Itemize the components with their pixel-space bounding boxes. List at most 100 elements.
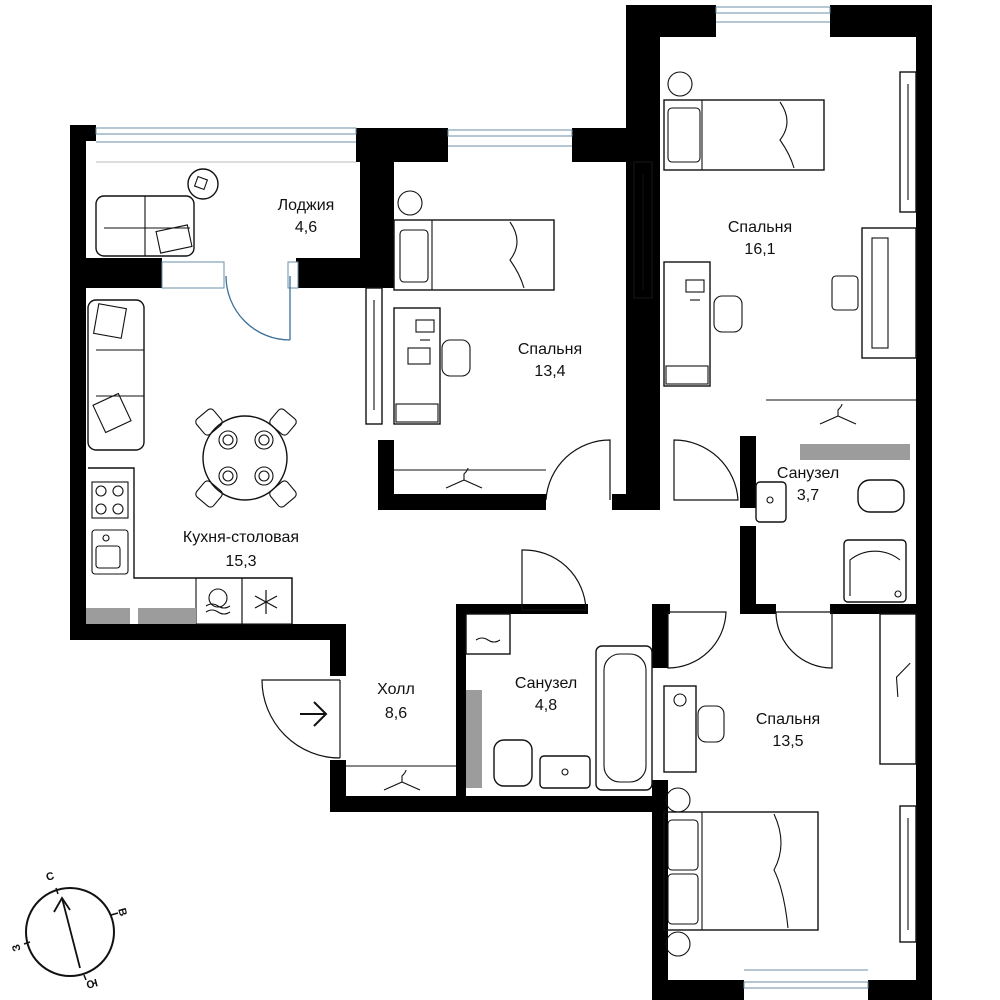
room-name-bedroom2: Спальня [728, 219, 792, 236]
bath2-bathtub [595, 645, 653, 791]
room-name-kitchen: Кухня-столовая [183, 529, 299, 546]
wall-bed2-top-left [626, 5, 716, 37]
bedroom1-furniture [393, 161, 653, 489]
bed-bedroom2 [663, 99, 825, 171]
loggia-glazing-left [161, 261, 225, 289]
doors [225, 275, 833, 759]
bath2-toilet [493, 739, 533, 787]
lamp-bedroom2 [667, 71, 693, 97]
bedroom2-furniture [663, 71, 917, 425]
bath2-fixtures [465, 613, 653, 791]
loggia-glazing-right [287, 261, 299, 289]
wall-bed1-left-lower [378, 440, 394, 510]
kitchen-sink [91, 529, 129, 575]
kitchen-furniture [86, 287, 383, 625]
room-name-hall: Холл [377, 681, 415, 698]
piano-stool [831, 275, 859, 311]
hanger-icon [383, 769, 421, 791]
compass-west: З [10, 943, 23, 953]
window-bedroom1 [447, 129, 573, 137]
door-entrance [261, 679, 341, 759]
desk-bedroom3 [663, 685, 697, 773]
hanger-icon [895, 662, 911, 697]
lamp-bedroom3-bottom [665, 931, 691, 957]
wall-bed3-left [652, 780, 668, 1000]
door-bath2 [521, 549, 587, 611]
bath1-shower [843, 539, 907, 603]
loggia-furniture [95, 168, 219, 257]
wardrobe-bedroom3 [879, 613, 917, 765]
lamp-bedroom1 [397, 190, 423, 216]
room-area-bedroom1: 13,4 [534, 363, 565, 380]
door-bedroom3-right [775, 611, 833, 669]
wall-bed3-bottom-left [652, 980, 744, 1000]
door-bedroom3-left [667, 611, 727, 669]
dining-table [202, 415, 288, 501]
compass-icon: С В Ю З [10, 870, 129, 990]
wall-right [916, 5, 932, 1000]
wall-bath1-left-top [740, 436, 756, 508]
window-loggia-outer [95, 127, 357, 135]
room-name-bedroom3: Спальня [756, 711, 820, 728]
wardrobe-bedroom3-right [899, 805, 917, 943]
loggia-plant [187, 168, 219, 200]
kitchen-right-cabinet [365, 287, 383, 425]
bath1-wet-zone [800, 444, 910, 460]
windows [95, 6, 869, 989]
kitchen-sofa [87, 299, 145, 451]
door-loggia-swing [225, 275, 291, 341]
compass-south: Ю [85, 976, 99, 991]
bath2-sink [539, 755, 591, 789]
bath2-wet-zone [466, 690, 482, 788]
bath2-washer [465, 613, 511, 655]
wall-kitchen-bottom [70, 624, 346, 640]
chair-bedroom3 [697, 705, 725, 743]
wardrobe-bedroom1 [633, 161, 653, 299]
lamp-bedroom3-top [665, 787, 691, 813]
desk-bedroom2 [663, 261, 711, 387]
bath1-sink [755, 481, 787, 523]
hall-furniture [300, 701, 456, 791]
bath1-fixtures [755, 444, 910, 603]
room-name-bath1: Санузел [777, 465, 839, 482]
wall-bath2-right-top [652, 604, 668, 668]
wall-bed2-top-right [830, 5, 932, 37]
door-bedroom1 [545, 439, 611, 501]
room-area-bath2: 4,8 [535, 697, 557, 714]
dishwasher-icon [208, 588, 228, 608]
wall-bath1-bottom-right [830, 604, 930, 614]
hanger-icon [445, 467, 483, 489]
wall-hall-bottom [330, 796, 660, 812]
door-bedroom2 [673, 439, 739, 501]
room-area-kitchen: 15,3 [225, 553, 256, 570]
hanger-icon [819, 403, 857, 425]
wall-bed3-bottom-right [868, 980, 932, 1000]
room-area-loggia: 4,6 [295, 219, 317, 236]
window-bedroom3 [743, 981, 869, 989]
room-name-bedroom1: Спальня [518, 341, 582, 358]
fridge [241, 577, 293, 625]
wall-entrance-top [330, 624, 346, 676]
room-area-bedroom2: 16,1 [744, 241, 775, 258]
wall-bath1-left-bottom [740, 526, 756, 612]
wall-bed1-top-left [392, 128, 448, 162]
snowflake-icon [254, 590, 278, 614]
wardrobe-bedroom2 [899, 71, 917, 213]
chair-bedroom2 [713, 295, 743, 333]
window-bedroom2 [715, 6, 831, 14]
kitchen-hob [91, 481, 129, 519]
room-name-loggia: Лоджия [278, 197, 335, 214]
wall-bath1-bottom-left [740, 604, 776, 614]
kitchen-wet-zone-2 [138, 608, 196, 624]
bed-bedroom1 [393, 219, 555, 291]
kitchen-wet-zone-1 [86, 608, 130, 624]
desk-bedroom1 [393, 307, 441, 425]
wall-bed1-bottom [378, 494, 546, 510]
bedroom3-furniture [663, 613, 917, 957]
dishwasher [195, 577, 243, 625]
wall-left [70, 125, 86, 640]
wall-loggia-bottom-left [70, 258, 162, 288]
room-name-bath2: Санузел [515, 675, 577, 692]
room-area-bedroom3: 13,5 [772, 733, 803, 750]
